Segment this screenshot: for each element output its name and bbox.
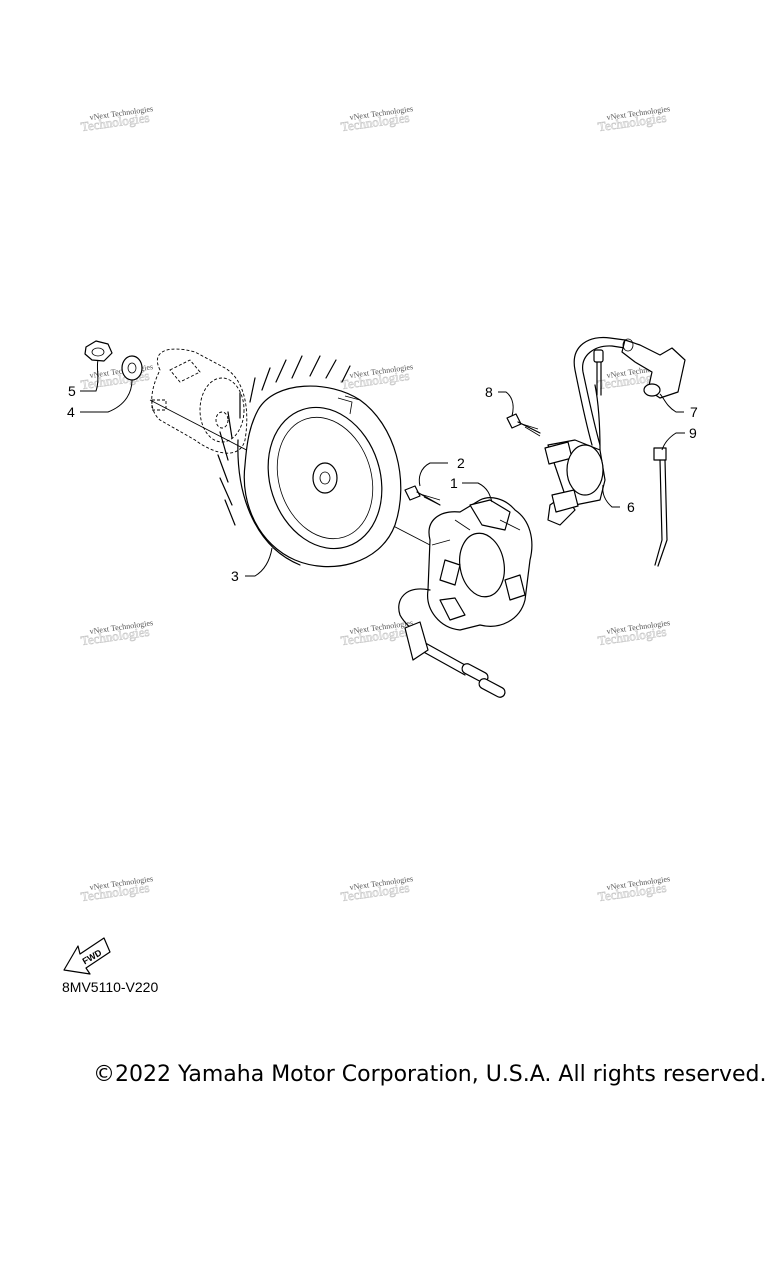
watermark: Technologies vNext Technologies: [597, 874, 671, 904]
callout-6: 6: [627, 499, 635, 515]
watermark: Technologies vNext Technologies: [80, 104, 154, 134]
callout-5: 5: [68, 383, 76, 399]
watermark: Technologies vNext Technologies: [340, 104, 414, 134]
callout-8: 8: [485, 384, 493, 400]
part-nut: [84, 340, 113, 362]
part-flywheel: [217, 355, 402, 568]
watermark: Technologies vNext Technologies: [80, 362, 154, 392]
leader-lines: [80, 359, 685, 577]
watermark: Technologies vNext Technologies: [597, 618, 671, 648]
callout-1: 1: [450, 475, 458, 491]
callouts: 5 4 3 2 1 8 6 7 9: [67, 383, 698, 584]
watermark: Technologies vNext Technologies: [340, 618, 414, 648]
copyright-notice: ©2022 Yamaha Motor Corporation, U.S.A. A…: [93, 1062, 767, 1087]
part-spark-plug-cap: [621, 338, 686, 399]
part-stator: [398, 497, 533, 698]
callout-7: 7: [690, 404, 698, 420]
callout-9: 9: [689, 425, 697, 441]
diagram-code: 8MV5110-V220: [62, 979, 159, 995]
part-coil-bolt: [506, 413, 541, 437]
callout-3: 3: [231, 568, 239, 584]
crank-housing-ghost: [151, 348, 248, 454]
part-ignition-coil: [544, 336, 626, 526]
watermark: Technologies vNext Technologies: [340, 874, 414, 904]
part-stator-bolt: [404, 485, 441, 506]
fwd-arrow-icon: FWD: [63, 937, 111, 975]
watermark: Technologies vNext Technologies: [80, 874, 154, 904]
watermark: Technologies vNext Technologies: [597, 104, 671, 134]
watermark: Technologies vNext Technologies: [340, 362, 414, 392]
watermark: Technologies vNext Technologies: [80, 618, 154, 648]
callout-4: 4: [67, 404, 75, 420]
callout-2: 2: [457, 455, 465, 471]
part-washer: [121, 355, 143, 381]
part-cable-tie: [653, 447, 668, 567]
